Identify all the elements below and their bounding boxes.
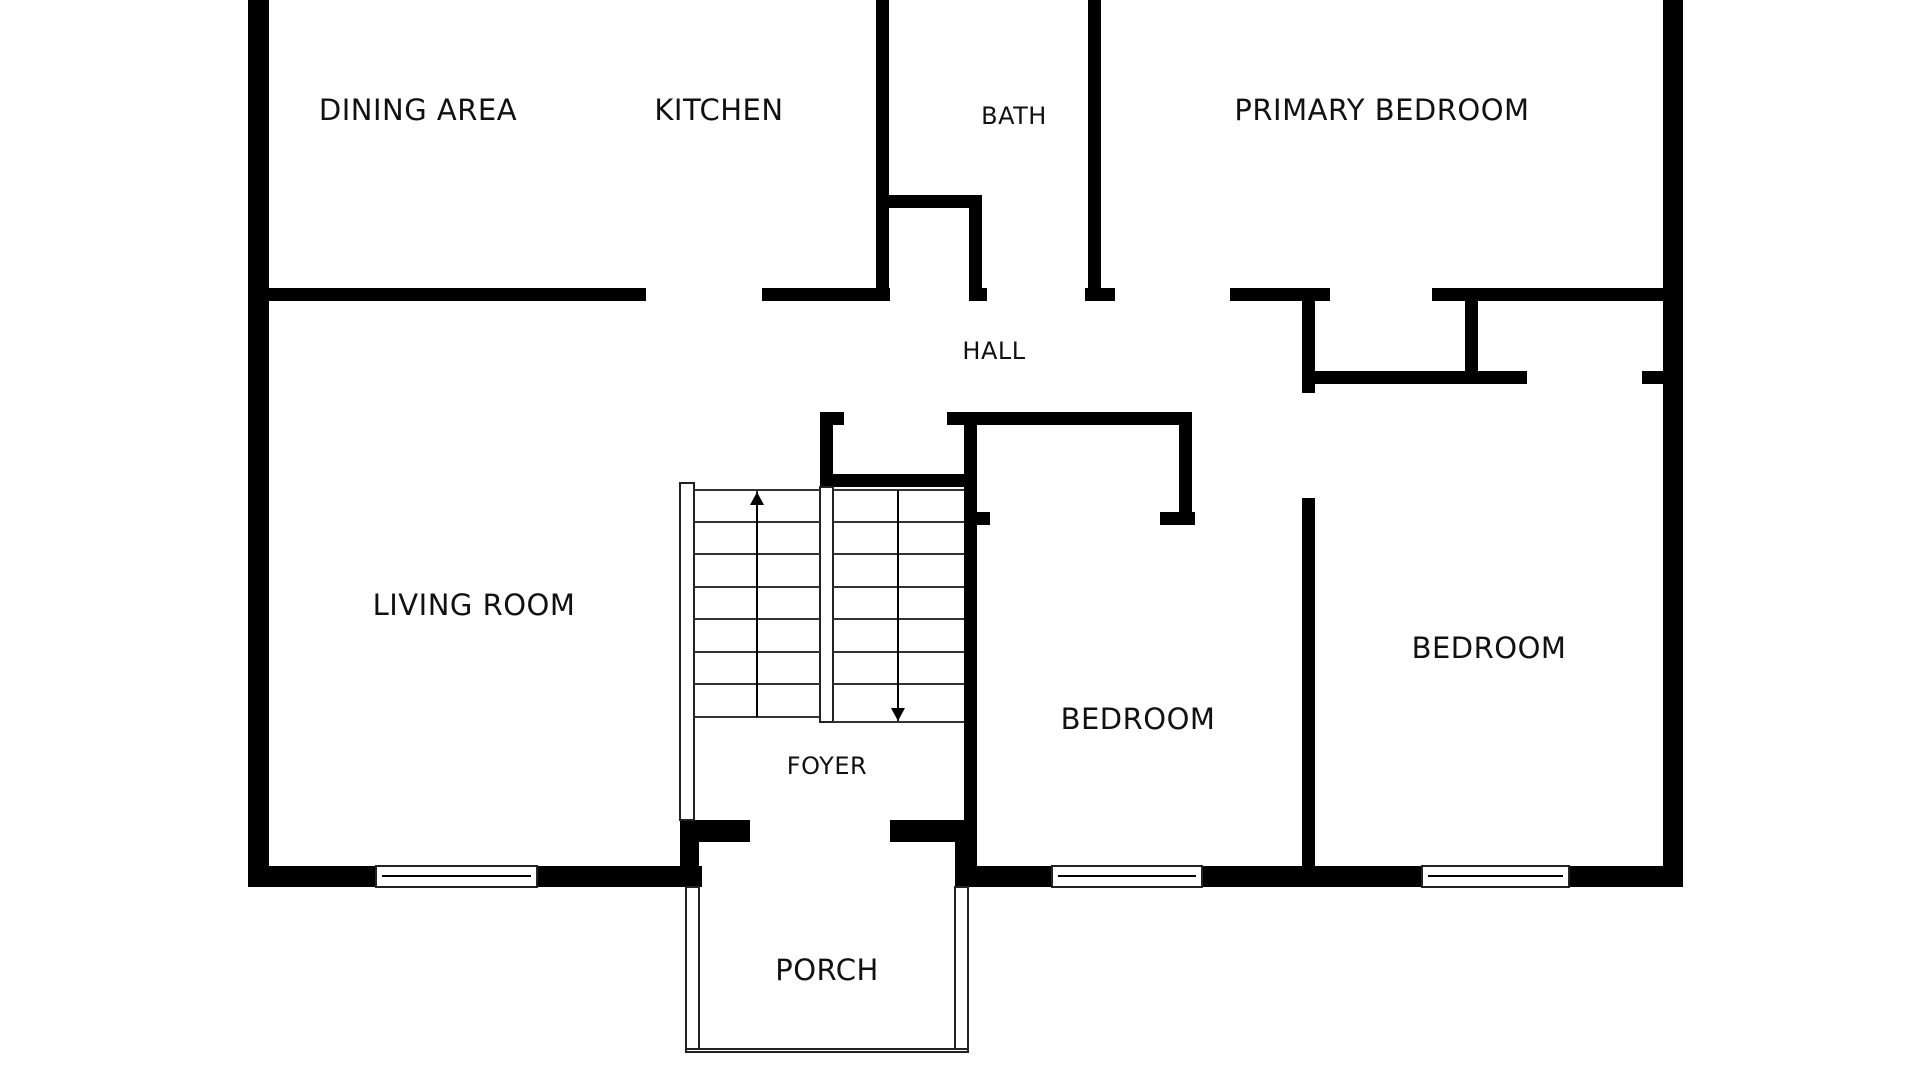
wall-bath-stub: [969, 288, 987, 301]
wall-porch-right-post: [955, 820, 977, 887]
wall-closet-mid: [1465, 288, 1478, 380]
windows: [375, 865, 1570, 888]
wall-linen-bottom: [820, 474, 977, 487]
outer-wall-right: [1663, 0, 1683, 887]
wall-closet-bottom-2: [1642, 371, 1663, 384]
label-bedroom-right: BEDROOM: [1412, 631, 1567, 665]
label-bedroom-center: BEDROOM: [1061, 702, 1216, 736]
outer-walls: [248, 0, 1683, 887]
label-kitchen: KITCHEN: [654, 93, 783, 127]
wall-center-bedroom-stub: [964, 512, 990, 525]
outer-wall-bottom-1: [248, 866, 376, 887]
wall-primary-hall-2: [1432, 288, 1663, 301]
stair-down-arrow: [891, 490, 905, 721]
wall-kitchen-hall: [762, 288, 890, 301]
wall-closet-left: [1302, 288, 1315, 393]
wall-center-bedroom-closet-side: [1179, 412, 1192, 525]
label-hall: HALL: [962, 337, 1025, 365]
wall-linen-left: [820, 412, 833, 487]
wall-bath-closet-top: [876, 195, 982, 208]
porch-rail-bottom: [685, 1048, 969, 1053]
porch-rail-right: [954, 886, 969, 1053]
outer-wall-bottom-3: [960, 866, 1052, 887]
wall-center-bedroom-left: [964, 412, 977, 887]
wall-bath-closet-side: [969, 195, 982, 301]
interior-walls: [269, 0, 1663, 887]
label-porch: PORCH: [775, 953, 879, 987]
wall-center-bedroom-top: [964, 412, 1192, 425]
label-dining-area: DINING AREA: [319, 93, 517, 127]
wall-kitchen-bath: [876, 0, 889, 301]
wall-dining-hall: [269, 288, 646, 301]
outer-wall-bottom-5: [1569, 866, 1683, 887]
outer-wall-left: [248, 0, 269, 887]
label-bath: BATH: [981, 102, 1047, 130]
outer-wall-bottom-2: [537, 866, 702, 887]
porch-rail-left: [685, 886, 700, 1053]
room-labels: DINING AREA KITCHEN BATH PRIMARY BEDROOM…: [319, 93, 1567, 987]
window-right-bedroom: [1421, 865, 1570, 888]
stair-rail-left: [679, 482, 695, 821]
wall-bath-primary: [1088, 0, 1101, 301]
wall-bedroom-right-left: [1302, 498, 1315, 878]
stair-rail-mid: [819, 486, 834, 723]
stair-up-arrow: [750, 492, 764, 717]
wall-center-bedroom-closet-stub: [1160, 512, 1195, 525]
porch-rails: [685, 886, 969, 1053]
wall-closet-bottom-1: [1302, 371, 1527, 384]
staircase: [679, 482, 964, 821]
label-foyer: FOYER: [787, 752, 867, 780]
wall-porch-left-post: [680, 820, 699, 887]
wall-primary-stub: [1085, 288, 1115, 301]
label-living-room: LIVING ROOM: [373, 588, 576, 622]
label-primary-bedroom: PRIMARY BEDROOM: [1234, 93, 1529, 127]
window-center-bedroom: [1051, 865, 1203, 888]
window-living-room: [375, 865, 538, 888]
